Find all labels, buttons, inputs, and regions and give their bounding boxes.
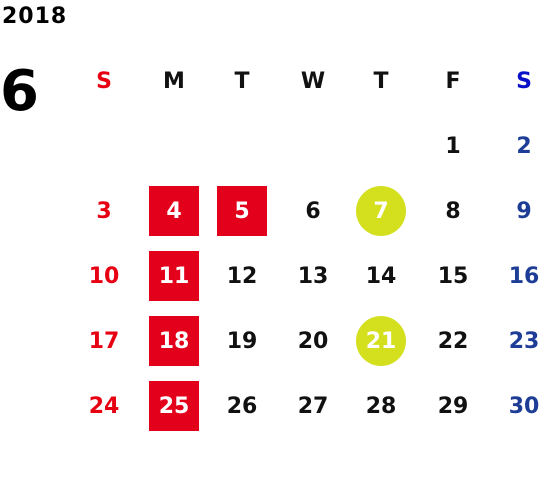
week-row: 1 2 (70, 114, 548, 179)
day-cell[interactable]: 15 (437, 263, 469, 289)
day-cell-holiday[interactable]: 5 (217, 186, 267, 236)
weekday-friday: F (445, 68, 461, 94)
weekday-monday: M (163, 68, 185, 94)
day-cell-holiday[interactable]: 4 (149, 186, 199, 236)
day-cell[interactable]: 17 (88, 328, 120, 354)
day-cell-event[interactable]: 21 (356, 316, 406, 366)
day-cell (288, 121, 338, 171)
weekday-wednesday: W (300, 68, 326, 94)
day-cell[interactable]: 2 (516, 133, 532, 159)
day-cell-holiday[interactable]: 25 (149, 381, 199, 431)
day-cell[interactable]: 6 (305, 198, 321, 224)
day-cell[interactable]: 3 (96, 198, 112, 224)
day-cell[interactable]: 9 (516, 198, 532, 224)
day-cell[interactable]: 23 (508, 328, 540, 354)
weekday-header-row: S M T W T F S (70, 48, 548, 114)
day-cell[interactable]: 22 (437, 328, 469, 354)
day-cell (149, 121, 199, 171)
day-cell[interactable]: 8 (445, 198, 461, 224)
day-cell[interactable]: 14 (365, 263, 397, 289)
day-cell[interactable]: 29 (437, 393, 469, 419)
day-cell[interactable]: 19 (226, 328, 258, 354)
day-cell[interactable]: 16 (508, 263, 540, 289)
weekday-tuesday: T (234, 68, 250, 94)
week-row: 17 18 19 20 21 22 23 (70, 309, 548, 374)
day-cell-holiday[interactable]: 11 (149, 251, 199, 301)
day-cell (356, 121, 406, 171)
day-cell[interactable]: 1 (445, 133, 461, 159)
day-cell[interactable]: 20 (297, 328, 329, 354)
day-cell (217, 121, 267, 171)
day-cell (79, 121, 129, 171)
day-cell-event[interactable]: 7 (356, 186, 406, 236)
week-row: 10 11 12 13 14 15 16 (70, 244, 548, 309)
day-cell[interactable]: 27 (297, 393, 329, 419)
day-cell[interactable]: 26 (226, 393, 258, 419)
day-cell-holiday[interactable]: 18 (149, 316, 199, 366)
weekday-saturday: S (516, 68, 532, 94)
day-cell[interactable]: 12 (226, 263, 258, 289)
week-row: 3 4 5 6 7 8 9 (70, 179, 548, 244)
day-cell[interactable]: 24 (88, 393, 120, 419)
day-cell[interactable]: 13 (297, 263, 329, 289)
day-cell[interactable]: 28 (365, 393, 397, 419)
year-label: 2018 (2, 4, 68, 29)
day-cell[interactable]: 30 (508, 393, 540, 419)
weekday-sunday: S (96, 68, 112, 94)
week-row: 24 25 26 27 28 29 30 (70, 374, 548, 439)
weekday-thursday: T (373, 68, 389, 94)
month-label: 6 (0, 59, 39, 124)
calendar-grid: S M T W T F S 1 2 3 4 5 6 7 8 9 10 11 12… (70, 48, 548, 439)
day-cell[interactable]: 10 (88, 263, 120, 289)
